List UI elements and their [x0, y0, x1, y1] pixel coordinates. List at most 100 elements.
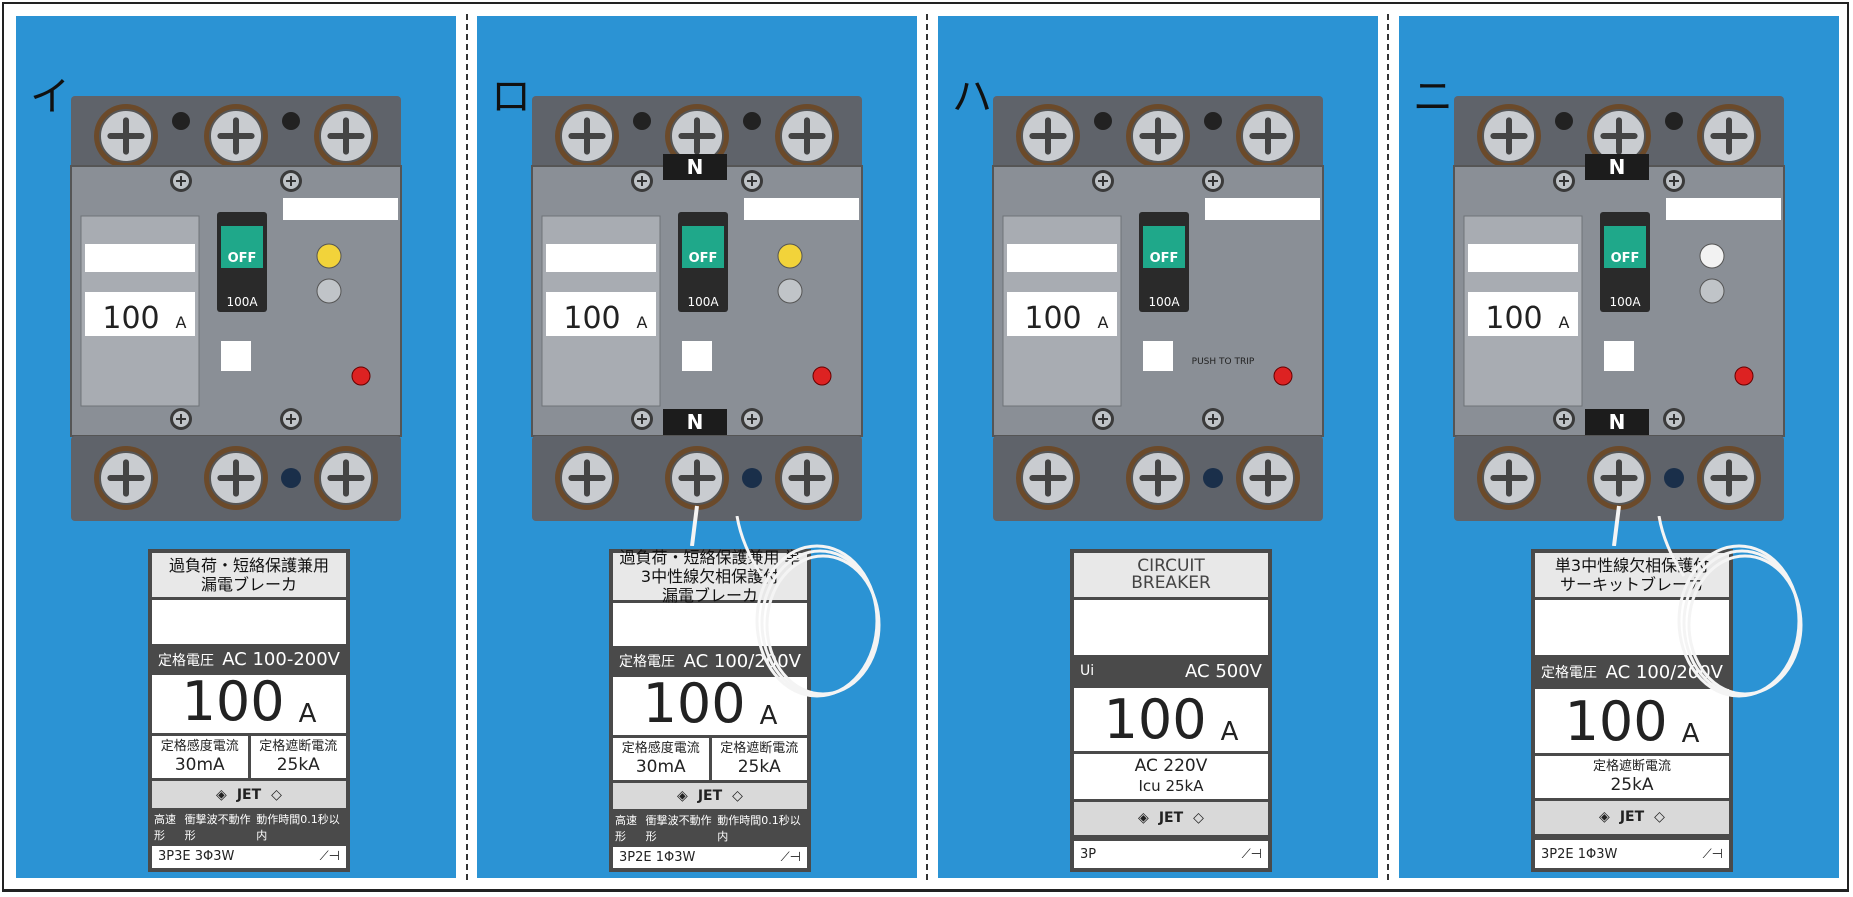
- rated-voltage-key: 定格電圧: [1541, 665, 1597, 682]
- mount-screw: [170, 170, 192, 192]
- label-spec-key: 定格感度電流: [160, 739, 239, 755]
- rated-current-value: 100: [181, 670, 285, 734]
- breaker-symbol-icon: ⟋⊣: [1241, 846, 1262, 862]
- terminal-screw: [1236, 446, 1300, 510]
- terminal-screw: [775, 446, 839, 510]
- terminal-screw: [1697, 104, 1761, 168]
- jet-mark: JET: [697, 787, 723, 804]
- label-title: 過負荷・短絡保護兼用漏電ブレーカ: [152, 553, 346, 597]
- terminal-screw: [1016, 446, 1080, 510]
- rated-voltage-value: AC 100-200V: [222, 649, 340, 671]
- rated-voltage: 定格電圧 AC 100/200V: [1535, 658, 1729, 686]
- rated-current-value: 100: [642, 671, 746, 735]
- rated-voltage-value: AC 500V: [1185, 660, 1262, 682]
- rated-voltage-value: AC 100/200V: [1605, 661, 1723, 683]
- certification-row: ◈JET◇: [613, 782, 807, 809]
- push-to-trip-text: PUSH TO TRIP: [1192, 357, 1255, 367]
- certification-row: ◈JET◇: [1535, 800, 1729, 835]
- terminal-screw: [94, 446, 158, 510]
- nameplate-amps: 100: [102, 301, 159, 336]
- breaker-symbol-icon: ⟋⊣: [1702, 846, 1723, 862]
- jet-mark: JET: [1158, 810, 1184, 827]
- label-note: 衝撃波不動作形: [184, 812, 251, 842]
- label-title-line: サーキットブレーカ: [1559, 575, 1704, 594]
- terminal-screw: [1016, 104, 1080, 168]
- label-spec-value: 25kA: [1610, 774, 1654, 795]
- label-notes: 高速形衝撃波不動作形動作時間0.1秒以内: [152, 811, 346, 843]
- model-number: 3P3E 3Φ3W: [158, 849, 235, 865]
- label-model-row: 3P3E 3Φ3W ⟋⊣: [152, 845, 346, 868]
- toggle-rating-text: 100A: [226, 295, 258, 309]
- terminal-screw: [665, 104, 729, 168]
- mount-screw: [631, 408, 653, 430]
- label-notes: 高速形衝撃波不動作形動作時間0.1秒以内: [613, 812, 807, 844]
- rated-current-unit: A: [1220, 716, 1239, 747]
- rated-current-value: 100: [1564, 689, 1668, 753]
- label-note: 高速形: [154, 812, 176, 842]
- label-note: 動作時間0.1秒以内: [256, 812, 340, 842]
- neutral-wire-loop: [735, 516, 881, 698]
- terminal-screw: [94, 104, 158, 168]
- breaker-symbol-icon: ⟋⊣: [319, 849, 340, 865]
- neutral-marker: N: [687, 155, 704, 179]
- terminal-screw: [204, 446, 268, 510]
- toggle-off-text: OFF: [228, 251, 257, 266]
- mount-screw: [1202, 408, 1224, 430]
- label-title-line: CIRCUIT: [1137, 556, 1205, 576]
- label-note: 高速形: [615, 813, 637, 843]
- label-blank-area: [1535, 600, 1729, 656]
- neutral-wire-loop: [1657, 516, 1803, 698]
- mount-screw: [1092, 170, 1114, 192]
- label-spec-value: 25kA: [276, 755, 320, 776]
- neutral-marker: N: [1609, 410, 1626, 434]
- pse-mark-icon: ◈: [677, 787, 688, 804]
- pse-mark-icon: ◈: [216, 786, 227, 803]
- nameplate-amps: 100: [563, 301, 620, 336]
- label-spec-value: Icu 25kA: [1138, 776, 1204, 795]
- label-spec-key: 定格遮断電流: [1592, 758, 1671, 774]
- terminal-screw: [1477, 446, 1541, 510]
- terminal-screw: [204, 104, 268, 168]
- toggle-rating-text: 100A: [1609, 295, 1641, 309]
- dashed-divider: [1387, 14, 1389, 880]
- rated-voltage-key: 定格電圧: [158, 652, 214, 669]
- label-title-line: 漏電ブレーカ: [661, 586, 758, 606]
- pse-mark-icon: ◈: [1138, 810, 1149, 827]
- mount-screw: [170, 408, 192, 430]
- label-spec-key: 定格感度電流: [621, 740, 700, 756]
- neutral-marker: N: [1609, 155, 1626, 179]
- label-spec-key: AC 220V: [1134, 755, 1208, 776]
- label-title-line: 単3中性線欠相保護付: [1554, 556, 1710, 575]
- model-number: 3P: [1080, 846, 1097, 862]
- terminal-screw: [555, 104, 619, 168]
- neutral-marker: N: [687, 410, 704, 434]
- nameplate-amps: 100: [1024, 301, 1081, 336]
- terminal-screw: [665, 446, 729, 510]
- mount-screw: [1553, 408, 1575, 430]
- terminal-screw: [1477, 104, 1541, 168]
- terminal-screw: [1587, 446, 1651, 510]
- toggle-rating-text: 100A: [1148, 295, 1180, 309]
- terminal-screw: [1126, 446, 1190, 510]
- certification-row: ◈JET◇: [1074, 801, 1268, 835]
- terminal-screw: [314, 446, 378, 510]
- rated-current-unit: A: [759, 700, 778, 731]
- nameplate-amp-unit: A: [637, 313, 648, 332]
- dashed-divider: [926, 14, 928, 880]
- dashed-divider: [466, 14, 468, 880]
- rated-current: 100 A: [613, 671, 807, 735]
